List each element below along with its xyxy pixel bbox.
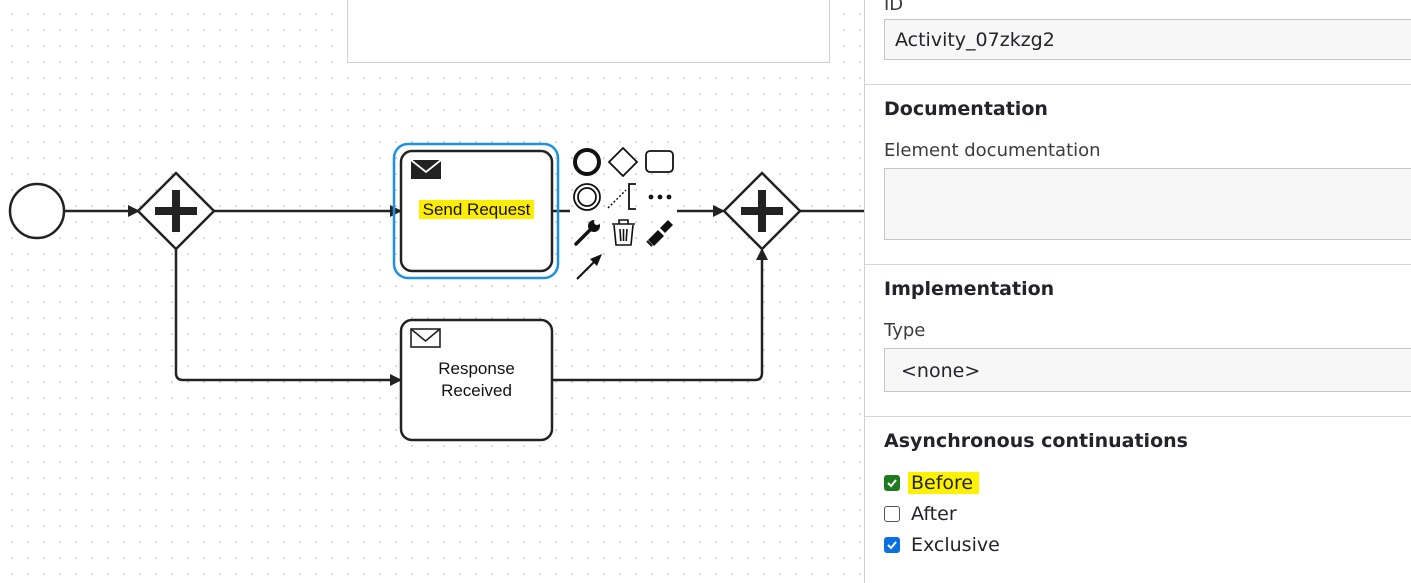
checkbox-label-exclusive: Exclusive xyxy=(911,534,1000,556)
section-title-documentation[interactable]: Documentation xyxy=(884,98,1048,120)
flow-split-to-response[interactable] xyxy=(174,249,402,386)
color-picker-icon[interactable] xyxy=(646,220,673,247)
intermediate-event-icon[interactable] xyxy=(573,183,601,211)
checkbox-after[interactable] xyxy=(884,506,900,522)
bpmn-canvas[interactable]: Send Request Response Received xyxy=(0,0,864,583)
section-title-async[interactable]: Asynchronous continuations xyxy=(884,430,1188,452)
divider xyxy=(865,84,1411,85)
task-label-response-received: Response Received xyxy=(438,359,515,400)
envelope-outline-icon xyxy=(410,328,441,348)
divider xyxy=(865,264,1411,265)
task-response-received[interactable] xyxy=(399,318,554,442)
checkbox-row-after[interactable]: After xyxy=(884,502,957,526)
text-annotation-icon[interactable] xyxy=(607,183,636,210)
envelope-icon xyxy=(410,159,442,179)
section-title-implementation[interactable]: Implementation xyxy=(884,278,1055,300)
sequence-flows[interactable] xyxy=(65,205,864,386)
documentation-label: Element documentation xyxy=(884,140,1101,161)
parallel-gateway-join[interactable] xyxy=(722,171,802,251)
diagram-svg xyxy=(8,142,864,442)
task-icon[interactable] xyxy=(645,150,674,173)
check-icon xyxy=(887,479,897,488)
checkbox-row-before[interactable]: Before xyxy=(884,471,980,495)
task-label-send-request: Send Request xyxy=(401,199,552,221)
selection-outline xyxy=(392,142,560,280)
start-event[interactable] xyxy=(8,182,66,240)
checkbox-before[interactable] xyxy=(884,475,900,491)
documentation-textarea[interactable] xyxy=(884,168,1411,240)
context-pad[interactable] xyxy=(573,146,674,280)
checkbox-label-before: Before xyxy=(908,472,980,494)
checkbox-row-exclusive[interactable]: Exclusive xyxy=(884,533,1000,557)
properties-panel: ID Activity_07zkzg2 Documentation Elemen… xyxy=(864,0,1411,583)
more-icon[interactable] xyxy=(648,194,672,200)
gateway-icon[interactable] xyxy=(607,146,639,178)
type-label: Type xyxy=(884,320,926,341)
trash-icon[interactable] xyxy=(612,219,635,246)
flow-response-to-join[interactable] xyxy=(552,248,768,382)
parallel-gateway-split[interactable] xyxy=(136,171,216,251)
check-icon xyxy=(887,541,897,550)
divider xyxy=(865,416,1411,417)
id-input[interactable]: Activity_07zkzg2 xyxy=(884,19,1411,60)
id-label: ID xyxy=(884,0,904,15)
wrench-icon[interactable] xyxy=(574,219,600,246)
text-annotation-box[interactable] xyxy=(347,0,830,63)
checkbox-exclusive[interactable] xyxy=(884,537,900,553)
type-select[interactable]: <none> xyxy=(884,348,1411,392)
end-event-icon[interactable] xyxy=(573,148,601,176)
connect-arrow-icon[interactable] xyxy=(576,254,602,280)
checkbox-label-after: After xyxy=(911,503,957,525)
